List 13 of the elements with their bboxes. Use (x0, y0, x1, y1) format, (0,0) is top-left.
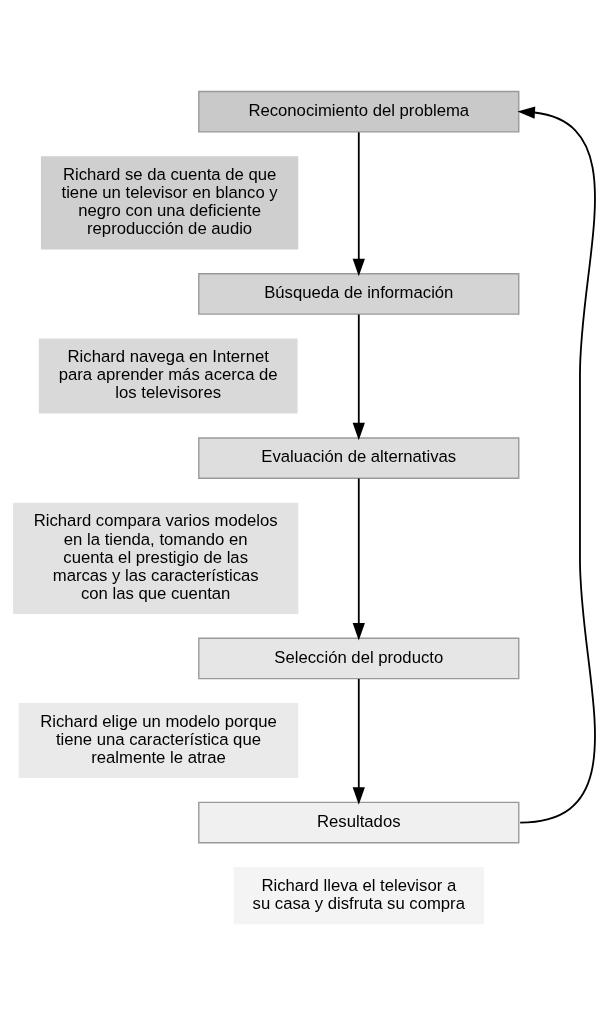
node-box: Búsqueda de información (198, 272, 520, 315)
arrow (517, 105, 596, 823)
node-box: Richard se da cuenta de que tiene un televisor en blanco y negro con una deficiente reproducción de audio (40, 155, 299, 249)
arrow (352, 130, 365, 276)
arrow (352, 477, 365, 641)
node-box: Resultados (198, 801, 520, 843)
node-box: Selección del producto (198, 637, 520, 679)
node-box: Richard navega en Internet para aprender más acerca de los televisores (38, 338, 298, 414)
arrow (352, 313, 365, 440)
node-box: Evaluación de alternativas (198, 436, 520, 479)
arrow (352, 677, 365, 805)
node-box: Richard compara varios modelos en la tienda, tomando en cuenta el prestigio de las marcas y las características con las que cuentan (13, 502, 299, 614)
node-box: Reconocimiento del problema (198, 90, 520, 133)
